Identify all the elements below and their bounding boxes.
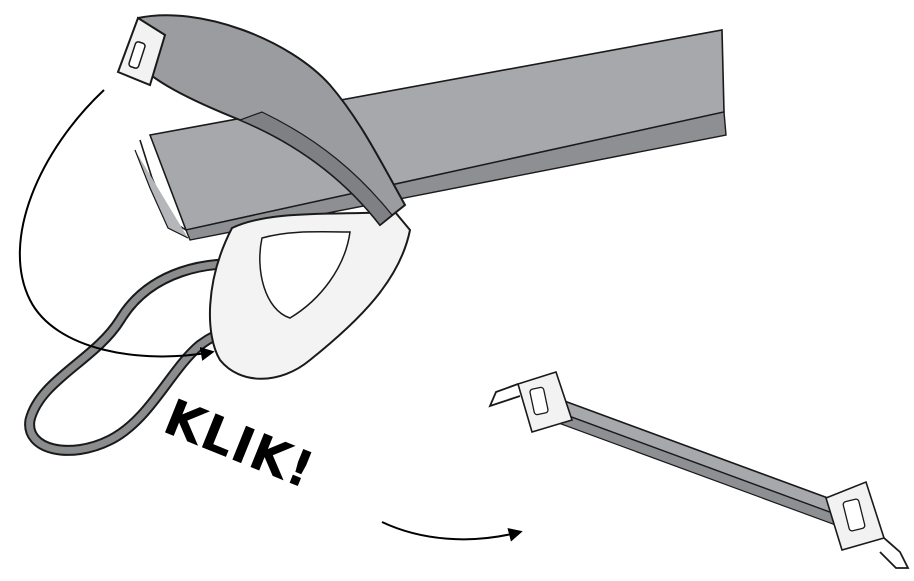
buckle-strap-icon bbox=[490, 372, 908, 568]
curved-arrow-icon bbox=[382, 522, 520, 539]
clip-buckle bbox=[210, 212, 410, 379]
